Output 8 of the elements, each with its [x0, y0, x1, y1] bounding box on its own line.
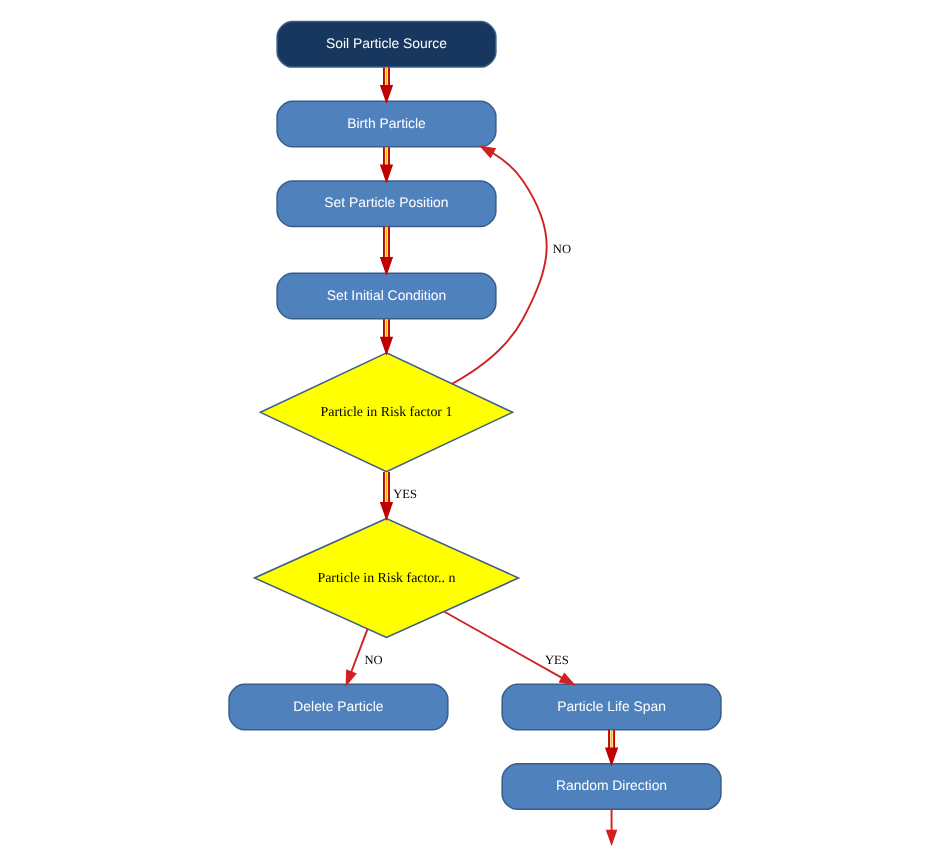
- arrow: [603, 729, 618, 767]
- arrow: [378, 225, 393, 277]
- arrow: [344, 628, 368, 687]
- arrow: [378, 318, 393, 356]
- arrow: [450, 145, 547, 385]
- arrow: [378, 471, 393, 521]
- arrow: [442, 610, 575, 686]
- arrow: [604, 808, 617, 847]
